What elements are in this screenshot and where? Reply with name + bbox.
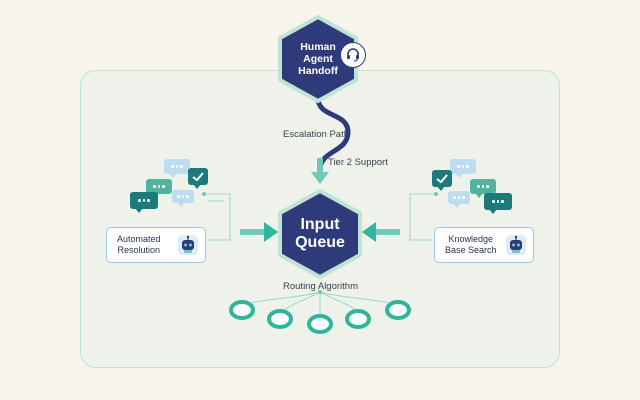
escalation-path-label: Escalation Path: [283, 129, 350, 140]
routing-output-node-1[interactable]: [229, 300, 255, 320]
automated-resolution-card[interactable]: Automated Resolution: [106, 227, 206, 263]
escalation-path-line: [315, 95, 351, 171]
right-arrow: [264, 222, 278, 242]
routing-output-node-2[interactable]: [267, 309, 293, 329]
human-agent-handoff-label: Human Agent Handoff: [298, 40, 338, 78]
knowledge-base-search-label: Knowledge Base Search: [445, 233, 497, 255]
checkmark-icon: [432, 170, 452, 191]
checkmark-icon: [188, 168, 208, 189]
input-queue-label: Input Queue: [295, 215, 345, 251]
down-arrow: [311, 172, 329, 184]
chat-bubble-icon: [484, 193, 512, 214]
input-queue-node[interactable]: Input Queue: [276, 188, 364, 280]
chat-bubble-icon: [450, 159, 476, 178]
robot-icon: [506, 235, 526, 255]
automated-resolution-label: Automated Resolution: [117, 233, 161, 255]
headset-icon: [340, 42, 366, 68]
chat-bubble-icon: [164, 159, 190, 178]
chat-bubble-icon: [172, 190, 194, 207]
chat-bubble-icon: [130, 192, 158, 213]
human-agent-handoff-node[interactable]: Human Agent Handoff: [276, 14, 360, 104]
routing-output-node-3[interactable]: [307, 314, 333, 334]
tier-2-support-label: Tier 2 Support: [328, 157, 388, 168]
robot-icon: [178, 235, 198, 255]
knowledge-base-search-card[interactable]: Knowledge Base Search: [434, 227, 534, 263]
routing-algorithm-label: Routing Algorithm: [283, 281, 358, 292]
chat-bubble-icon: [470, 179, 496, 198]
routing-output-node-4[interactable]: [345, 309, 371, 329]
chat-bubble-icon: [448, 191, 470, 208]
routing-output-node-5[interactable]: [385, 300, 411, 320]
left-arrow: [362, 222, 376, 242]
